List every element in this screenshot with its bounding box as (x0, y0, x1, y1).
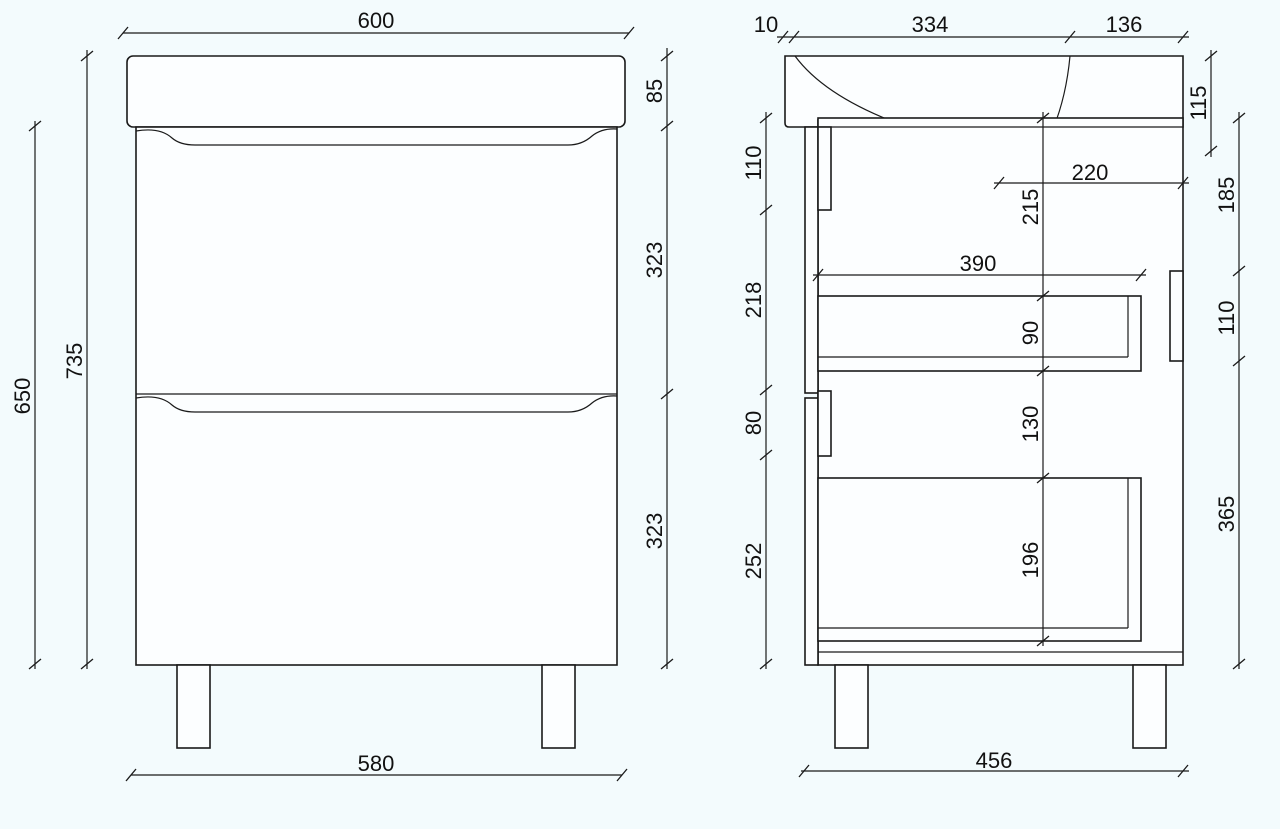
dim-10-label: 10 (754, 12, 778, 37)
front-leg-right (541, 664, 576, 749)
side-upper-drawer-box (817, 295, 1142, 372)
dim-side-right-chain: 185 110 365 (1214, 112, 1246, 670)
dim-252-label: 252 (741, 543, 766, 580)
side-upper-front (804, 126, 819, 394)
side-lower-handle (817, 390, 832, 457)
dim-735-label: 735 (62, 343, 87, 380)
dim-735: 735 (62, 50, 94, 670)
dim-220: 220 (993, 160, 1189, 190)
dim-185-label: 185 (1214, 177, 1239, 214)
dim-323-lower-label: 323 (642, 513, 667, 550)
side-leg-back (1132, 664, 1167, 749)
dim-136-label: 136 (1106, 12, 1143, 37)
dim-115-label: 115 (1186, 85, 1211, 120)
dim-85-label: 85 (642, 79, 667, 103)
dim-650-label: 650 (10, 378, 35, 415)
upper-drawer-handle (135, 128, 618, 146)
dim-390-label: 390 (960, 251, 997, 276)
dim-196-label: 196 (1018, 542, 1043, 579)
dim-580-label: 580 (358, 751, 395, 776)
dim-side-top-chain: 10 334 136 (754, 12, 1189, 44)
dim-650: 650 (10, 120, 42, 670)
dim-90-label: 90 (1018, 321, 1043, 345)
dim-80-label: 80 (741, 411, 766, 435)
dim-456: 456 (798, 748, 1189, 778)
side-lower-drawer-box (817, 477, 1142, 642)
dim-323-upper-label: 323 (642, 242, 667, 279)
dim-front-right-chain: 85 323 323 (642, 48, 674, 670)
dim-side-left-chain: 110 218 80 252 (741, 112, 773, 670)
front-sink (126, 55, 626, 128)
side-back-rail (1169, 270, 1184, 362)
dim-456-label: 456 (976, 748, 1013, 773)
side-lower-front (804, 397, 819, 666)
dim-110-right-label: 110 (1214, 300, 1239, 335)
front-leg-left (176, 664, 211, 749)
dim-215-label: 215 (1018, 189, 1043, 226)
dim-interior-chain: 215 90 130 196 (1018, 112, 1050, 647)
dim-390: 390 (812, 251, 1147, 282)
dim-600-label: 600 (358, 8, 395, 33)
front-view: 600 580 650 735 (10, 8, 674, 782)
dim-580: 580 (125, 751, 628, 782)
dim-218-label: 218 (741, 282, 766, 319)
dim-110-left-label: 110 (741, 145, 766, 180)
side-upper-handle (817, 126, 832, 211)
dim-130-label: 130 (1018, 406, 1043, 443)
dim-334-label: 334 (912, 12, 949, 37)
dim-220-label: 220 (1072, 160, 1109, 185)
dim-365-label: 365 (1214, 496, 1239, 533)
lower-drawer-handle (135, 395, 618, 413)
front-cabinet (135, 126, 618, 666)
side-view: 10 334 136 115 220 215 90 (741, 12, 1246, 778)
dim-115: 115 (1186, 50, 1218, 157)
side-sink-slab (784, 55, 1184, 128)
dim-600: 600 (117, 8, 635, 40)
side-leg-front (834, 664, 869, 749)
